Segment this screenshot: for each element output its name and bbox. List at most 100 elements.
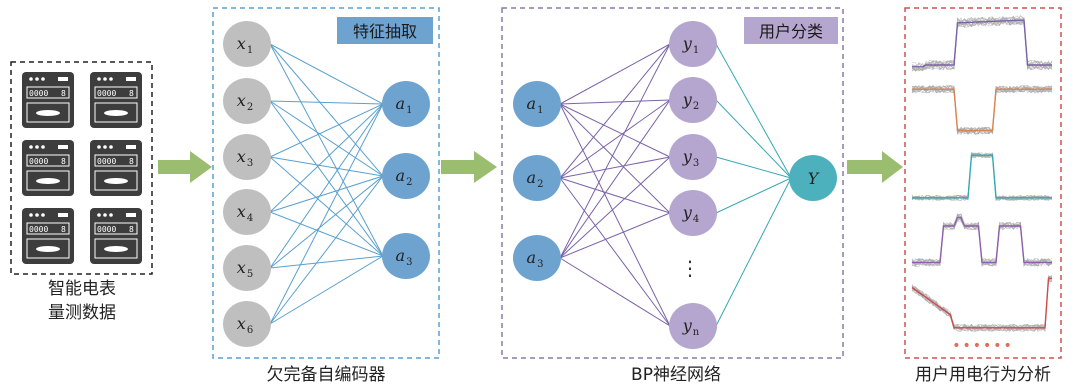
ae-edge [269,100,384,257]
bp-edge [559,156,671,179]
ae-edge [269,175,384,269]
bp-edge [559,177,671,327]
bp-edge [559,177,671,214]
cluster-centroid-curve [912,88,1052,132]
bp-input-node-a3: a3 [513,235,561,281]
flow-arrow-2 [441,151,497,183]
ae-edge [269,255,384,325]
input-node-x5: x5 [223,245,271,291]
meter-digits: 0000 [29,157,48,166]
load-curve-cluster [911,274,1053,333]
ae-edge [269,103,384,213]
meter-caption-line1: 智能电表 [48,279,116,299]
ae-edge [269,100,384,177]
meter-digit-end: 8 [61,89,66,98]
user-classification-label: 用户分类 [759,22,823,41]
input-node-x2-label: x2 [237,91,253,113]
meter-digits: 0000 [97,89,116,98]
feature-extraction-label: 特征抽取 [353,22,417,41]
results-caption: 用户用电行为分析 [915,365,1051,385]
ae-edge [269,43,384,177]
load-curve-cluster [911,152,1053,201]
cluster-centroid-curve [912,154,1052,199]
meter-digits: 0000 [97,157,116,166]
bp-input-node-a1-label: a1 [527,94,544,116]
bp-edge [559,43,671,105]
ae-edge [269,156,384,177]
ae-edge [269,103,384,158]
ae-edge [269,103,384,269]
input-node-x6: x6 [223,301,271,347]
bp-edge [559,212,671,259]
input-node-x1: x1 [223,21,271,67]
hidden-node-a2-label: a2 [396,166,413,188]
autoencoder-border [212,7,440,359]
autoencoder-caption: 欠完备自编码器 [267,365,386,385]
meter-digits: 0000 [29,225,48,234]
bp-edge [559,103,671,327]
output-node-yn: yn [669,303,717,349]
cluster-centroid-curve [912,19,1052,68]
bp-edge [559,103,671,214]
meter-digit-end: 8 [129,225,134,234]
load-curve-cluster [911,14,1053,72]
ae-edge [269,100,384,105]
input-node-x2: x2 [223,78,271,124]
output-node-y3-label: y3 [682,147,699,169]
meter-digits: 0000 [29,89,48,98]
input-node-x6-label: x6 [237,314,253,336]
ae-edge [269,43,384,105]
bp-edge [559,99,671,259]
hidden-node-a3: a3 [382,233,430,279]
output-node-y4: y4 [669,190,717,236]
meter-digit-end: 8 [61,157,66,166]
final-output-label: Y [808,169,820,188]
bp-nodes: a1 a2 a3 y1 y2 y3 y4 yn Y [513,21,837,349]
meter-icon: 0000 8 [22,140,74,196]
hidden-node-a1-label: a1 [396,94,413,116]
ae-edge [269,175,384,213]
meter-icon: 0000 8 [22,72,74,128]
input-node-x5-label: x5 [237,258,253,280]
load-curve-clusters [911,14,1053,333]
meter-panel-border [10,61,153,275]
bp-input-node-a2-label: a2 [527,168,544,190]
bp-connections [559,43,792,327]
bp-edge [559,99,671,105]
more-clusters-dots: •••••• [952,338,1014,354]
bp-edge [559,99,671,179]
bp-edge [559,43,671,259]
final-output-node: Y [789,155,837,201]
ae-edge [269,156,384,257]
hidden-node-a3-label: a3 [396,246,413,268]
output-edge [715,99,792,179]
ae-edge [269,43,384,257]
ae-edge [269,175,384,325]
cluster-centroid-curve [912,216,1052,264]
bp-edge [559,103,671,158]
output-node-y2-label: y2 [682,90,699,112]
meter-caption-line2: 量测数据 [48,303,116,323]
autoencoder-connections [269,43,384,325]
load-curve-cluster [911,84,1053,135]
input-node-x4-label: x4 [237,202,253,224]
output-node-y3: y3 [669,134,717,180]
output-node-y4-label: y4 [682,203,699,225]
ae-edge [269,255,384,269]
results-panel: •••••• 用户用电行为分析 [904,7,1062,385]
output-node-y1-label: y1 [682,34,699,56]
output-node-yn-label: yn [682,316,700,338]
bp-border [501,7,844,359]
output-edge [715,43,792,179]
bp-edge [559,156,671,259]
load-curve-cluster [911,212,1053,268]
bp-input-node-a2: a2 [513,155,561,201]
output-ellipsis: ⋮ [680,256,700,280]
